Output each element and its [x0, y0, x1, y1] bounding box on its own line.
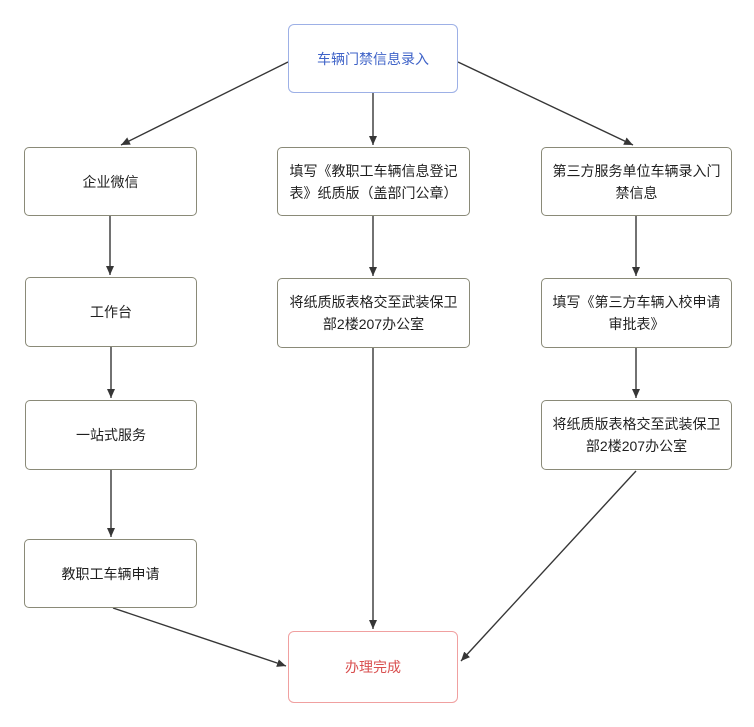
- node-submit-staff-form-label: 将纸质版表格交至武装保卫部2楼207办公室: [289, 294, 458, 332]
- node-start: 车辆门禁信息录入: [288, 24, 458, 93]
- edge-start-to-third-party: [457, 61, 634, 146]
- node-end: 办理完成: [288, 631, 458, 703]
- node-one-stop-service: 一站式服务: [25, 400, 197, 470]
- node-third-party: 第三方服务单位车辆录入门禁信息: [541, 147, 732, 216]
- node-staff-vehicle-apply: 教职工车辆申请: [24, 539, 197, 608]
- node-one-stop-service-label: 一站式服务: [76, 427, 146, 443]
- edge-submit-third-to-end: [460, 470, 637, 662]
- node-third-party-label: 第三方服务单位车辆录入门禁信息: [552, 162, 721, 201]
- node-fill-third-form-label: 填写《第三方车辆入校申请审批表》: [552, 294, 721, 332]
- edge-staff-apply-to-end: [112, 607, 287, 667]
- edge-start-to-wechat: [120, 61, 289, 146]
- node-fill-staff-form: 填写《教职工车辆信息登记表》纸质版（盖部门公章）: [277, 147, 470, 216]
- node-submit-staff-form: 将纸质版表格交至武装保卫部2楼207办公室: [277, 278, 470, 348]
- node-start-label: 车辆门禁信息录入: [317, 50, 429, 67]
- node-staff-vehicle-apply-label: 教职工车辆申请: [61, 565, 160, 582]
- node-fill-third-form: 填写《第三方车辆入校申请审批表》: [541, 278, 732, 348]
- node-enterprise-wechat-label: 企业微信: [82, 173, 139, 190]
- node-enterprise-wechat: 企业微信: [24, 147, 197, 216]
- node-workbench: 工作台: [25, 277, 197, 347]
- node-end-label: 办理完成: [345, 659, 401, 675]
- node-workbench-label: 工作台: [90, 304, 132, 320]
- node-submit-third-form: 将纸质版表格交至武装保卫部2楼207办公室: [541, 400, 732, 470]
- node-submit-third-form-label: 将纸质版表格交至武装保卫部2楼207办公室: [552, 416, 721, 454]
- node-fill-staff-form-label: 填写《教职工车辆信息登记表》纸质版（盖部门公章）: [289, 162, 458, 201]
